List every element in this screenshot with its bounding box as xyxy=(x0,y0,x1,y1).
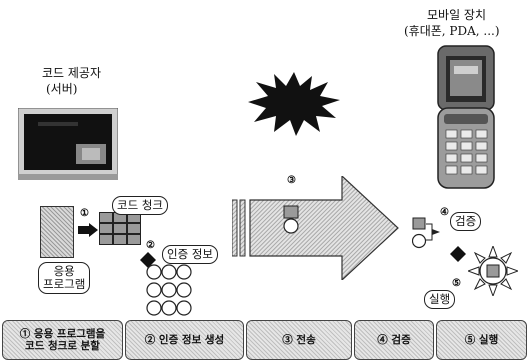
verify-callout: 검증 xyxy=(450,212,481,231)
mobile-subtitle: (휴대폰, PDA, ...) xyxy=(404,24,500,38)
network-burst-icon xyxy=(248,72,340,136)
application-callout: 응용 프로그램 xyxy=(38,262,90,294)
server-monitor-icon xyxy=(18,108,118,180)
execute-callout: 실행 xyxy=(424,290,455,309)
diamond-execute-icon xyxy=(450,246,466,262)
mobile-phone-icon xyxy=(434,44,506,192)
step-1-label: ① 응용 프로그램을 코드 청크로 분할 xyxy=(20,328,105,352)
step-3-box: ③ 전송 xyxy=(246,320,352,360)
execute-sun-icon xyxy=(468,246,518,296)
step-2-label: ② 인증 정보 생성 xyxy=(145,334,224,346)
step-3-label: ③ 전송 xyxy=(282,334,315,346)
marker-5: ⑤ xyxy=(452,278,461,290)
auth-circles xyxy=(146,264,192,316)
provider-title: 코드 제공자 xyxy=(42,66,101,80)
mobile-title: 모바일 장치 xyxy=(427,8,486,22)
code-chunk-callout: 코드 청크 xyxy=(112,196,168,215)
marker-3: ③ xyxy=(287,175,296,187)
code-chunks-grid xyxy=(99,212,141,245)
step-5-box: ⑤ 실행 xyxy=(436,320,527,360)
auth-info-callout: 인증 정보 xyxy=(162,245,218,264)
application-block xyxy=(40,206,74,258)
step-5-label: ⑤ 실행 xyxy=(465,334,498,346)
transfer-arrow xyxy=(232,176,400,280)
step-4-label: ④ 검증 xyxy=(377,334,410,346)
step-1-box: ① 응용 프로그램을 코드 청크로 분할 xyxy=(2,320,123,360)
verify-items xyxy=(412,216,446,250)
marker-2: ② xyxy=(146,240,155,252)
provider-subtitle: (서버) xyxy=(46,82,77,96)
arrow-to-chunks-icon xyxy=(78,222,98,236)
step-4-box: ④ 검증 xyxy=(354,320,434,360)
step-2-box: ② 인증 정보 생성 xyxy=(125,320,244,360)
marker-1: ① xyxy=(80,208,89,220)
